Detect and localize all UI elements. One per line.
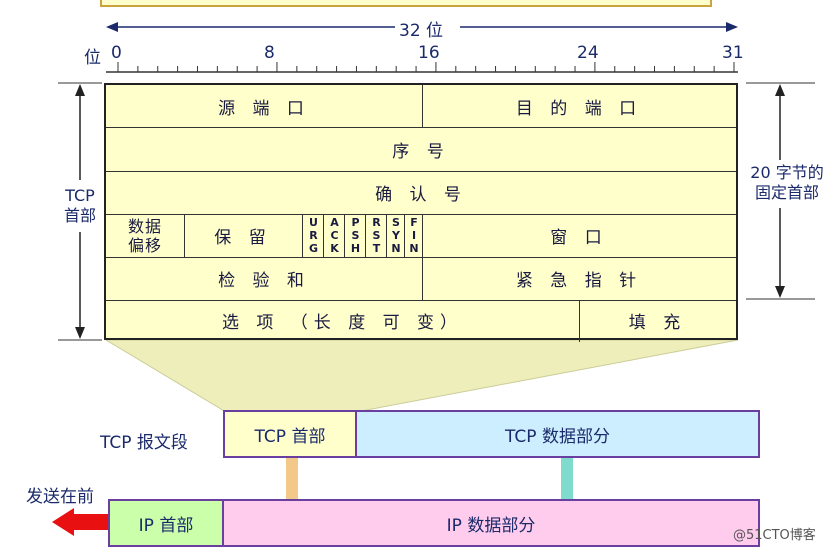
- field-padding: 填 充: [628, 312, 687, 333]
- data-offset-line1: 数据: [127, 216, 162, 236]
- tick-24: 24: [577, 43, 599, 63]
- fixed-label-line1: 20 字节的: [750, 163, 824, 182]
- bit-label: 位: [84, 48, 101, 68]
- send-first-label: 发送在前: [26, 487, 94, 507]
- flag-fin-text: FIN: [407, 216, 421, 255]
- field-data-offset: 数据 偏移: [106, 214, 184, 257]
- flag-syn: SYN: [387, 216, 404, 257]
- field-sequence-number: 序 号: [392, 142, 450, 162]
- ip-data: IP 数据部分: [222, 499, 760, 547]
- flag-fin: FIN: [405, 216, 422, 257]
- fixed-label-line2: 固定首部: [754, 183, 819, 202]
- bit-ruler: [106, 22, 738, 73]
- fixed-header-side-label: 20 字节的 固定首部: [742, 163, 832, 203]
- tcp-segment-header: TCP 首部: [223, 410, 357, 458]
- field-options: 选 项 （长 度 可 变）: [221, 312, 464, 333]
- flag-ack-text: ACK: [328, 216, 341, 255]
- flag-rst: RST: [366, 216, 386, 257]
- tick-31: 31: [722, 43, 744, 63]
- field-destination-port: 目 的 端 口: [515, 98, 643, 119]
- flag-syn-text: SYN: [389, 216, 403, 255]
- field-checksum: 检 验 和: [218, 271, 310, 291]
- width-label: 32 位: [399, 21, 444, 41]
- flag-psh: PSH: [345, 216, 365, 257]
- tick-16: 16: [418, 43, 440, 63]
- flag-rst-text: RST: [370, 216, 383, 255]
- flag-urg-text: URG: [307, 216, 320, 255]
- tcp-segment-label: TCP 报文段: [100, 433, 188, 453]
- tick-8: 8: [264, 43, 275, 63]
- field-ack-number: 确 认 号: [375, 185, 467, 205]
- ip-header: IP 首部: [108, 499, 224, 547]
- field-reserved: 保 留: [214, 228, 272, 248]
- field-source-port: 源 端 口: [218, 98, 310, 119]
- side-label-line1: TCP: [65, 186, 95, 205]
- tcp-segment-data: TCP 数据部分: [355, 410, 760, 458]
- flag-ack: ACK: [324, 216, 344, 257]
- flag-psh-text: PSH: [349, 216, 362, 255]
- previous-layer-box: [100, 0, 712, 7]
- watermark: @51CTO博客: [733, 528, 816, 543]
- side-label-line2: 首部: [63, 206, 96, 225]
- field-window: 窗 口: [550, 228, 608, 248]
- field-urgent-pointer: 紧 急 指 针: [515, 271, 643, 291]
- data-offset-line2: 偏移: [127, 235, 162, 255]
- flag-urg: URG: [303, 216, 323, 257]
- tcp-header-table: 源 端 口 目 的 端 口 序 号 确 认 号 数据 偏移 保 留 URG AC…: [104, 83, 738, 342]
- tick-0: 0: [111, 43, 122, 63]
- tcp-header-side-label: TCP 首部: [56, 186, 104, 226]
